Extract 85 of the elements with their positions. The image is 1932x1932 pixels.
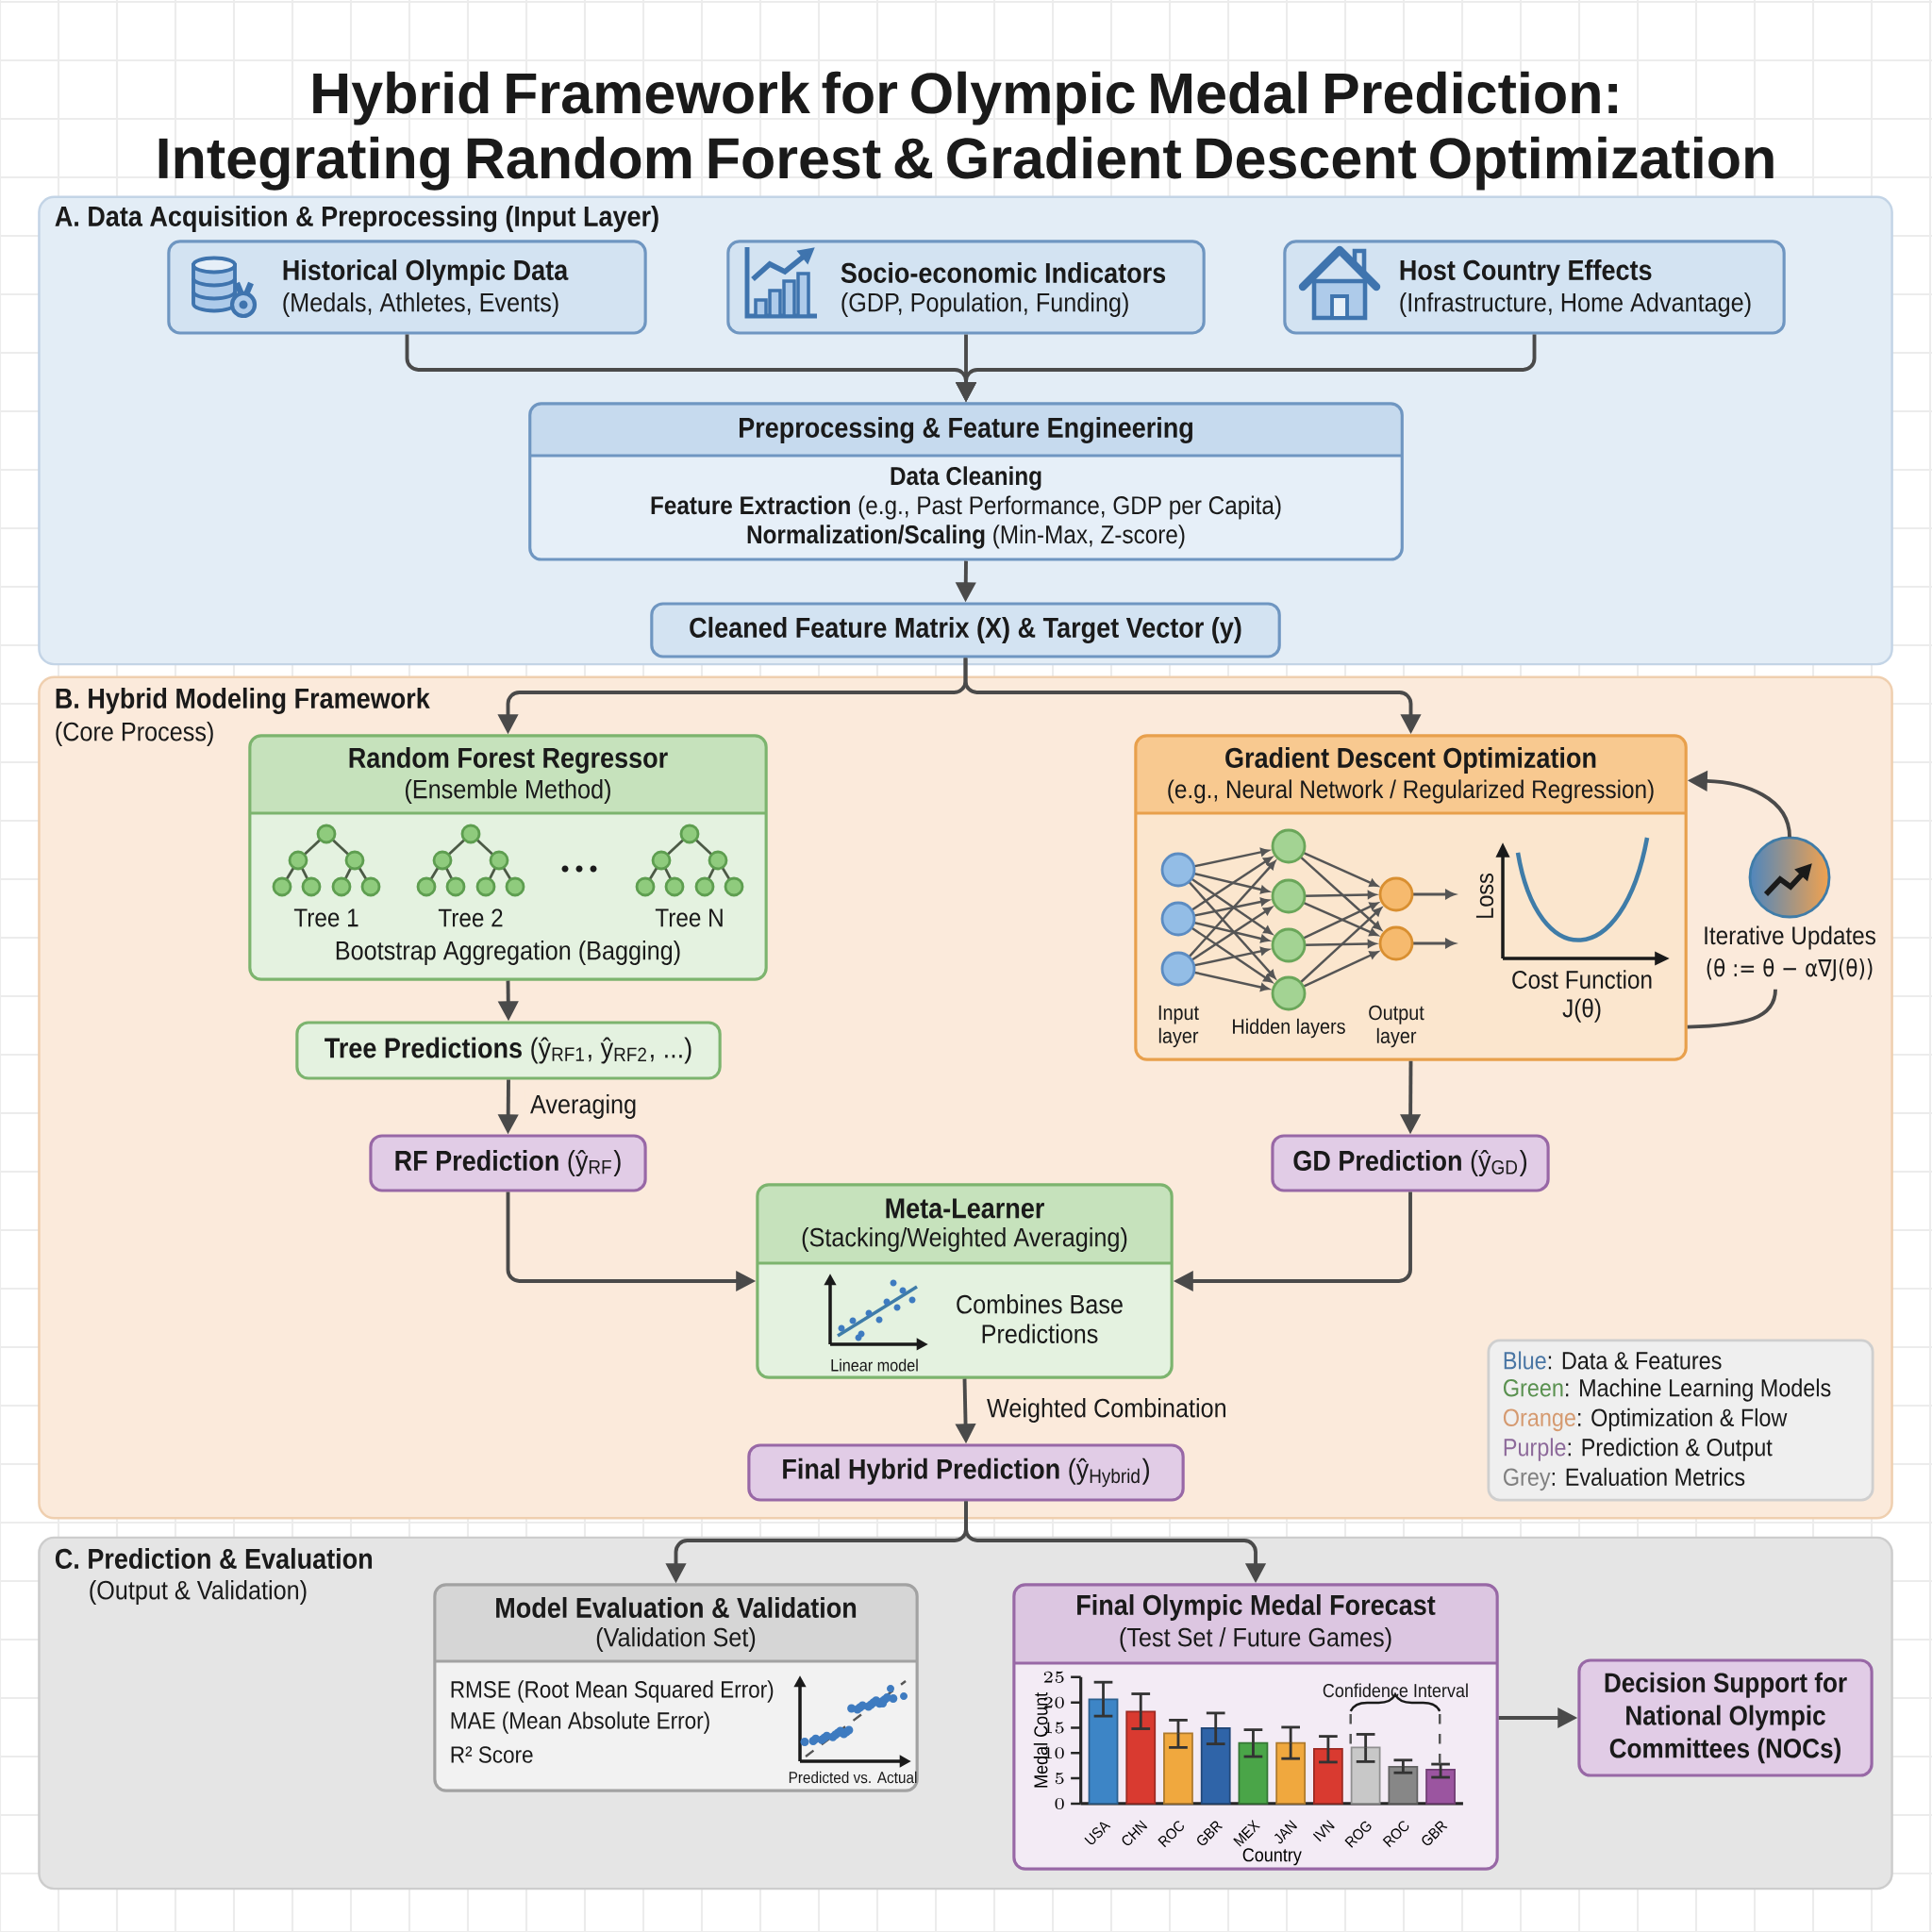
- axis-label: Loss: [1475, 874, 1494, 918]
- prediction-box: RF Prediction (ŷ$_{RF}$): [369, 1134, 647, 1192]
- tree-label: Tree 1: [293, 908, 358, 927]
- layer-label: Input layer: [1158, 1005, 1199, 1048]
- legend-entry: Green: Machine Learning Models: [1504, 1378, 1831, 1402]
- x-axis-title: Country: [1242, 1848, 1302, 1866]
- box-subtitle: (Validation Set): [596, 1626, 756, 1653]
- model-box: [248, 734, 768, 981]
- x-tick-label: CHN: [1122, 1820, 1148, 1846]
- box-title: Model Evaluation & Validation: [496, 1596, 857, 1618]
- y-tick-label: 5: [1055, 1773, 1064, 1785]
- section-subheading: (Output & Validation): [90, 1579, 307, 1606]
- box-subtitle: (GDP, Population, Funding): [841, 291, 1128, 317]
- box-text: Data Cleaning: [891, 466, 1041, 491]
- bar: [1350, 1746, 1381, 1805]
- output-box: Decision Support for National Olympic Committees (NOCs): [1577, 1658, 1874, 1777]
- box-subtitle: (Test Set / Future Games): [1120, 1626, 1391, 1653]
- prediction-box: GD Prediction (ŷ$_{GD}$): [1271, 1134, 1550, 1192]
- bar: [1200, 1727, 1231, 1805]
- box-subtitle: (Stacking/Weighted Averaging): [802, 1226, 1127, 1253]
- process-box: [528, 402, 1404, 561]
- bar: [1313, 1748, 1343, 1805]
- x-tick-label: GBR: [1197, 1821, 1224, 1845]
- box-title: Socio-economic Indicators: [841, 261, 1166, 283]
- section-heading: A. Data Acquisition & Preprocessing (Input Layer): [55, 205, 658, 232]
- legend-entry: Grey: Evaluation Metrics: [1504, 1467, 1745, 1491]
- box-title: Preprocessing & Feature Engineering: [740, 416, 1192, 443]
- x-tick-label: IVN: [1312, 1820, 1335, 1842]
- data-source-box: [726, 240, 1206, 335]
- box-text: Feature Extraction (e.g., Past Performance, GDP per Capita): [651, 495, 1281, 520]
- bar: [1088, 1698, 1119, 1805]
- box-text: Normalization/Scaling (Min-Max, Z-score): [747, 525, 1185, 549]
- x-tick-label: USA: [1084, 1822, 1111, 1845]
- legend-entry: Blue: Data & Features: [1504, 1351, 1722, 1370]
- model-box: [756, 1183, 1174, 1379]
- layer-label: Hidden layers: [1233, 1018, 1345, 1039]
- output-box: Cleaned Feature Matrix (X) & Target Vector (y): [650, 602, 1281, 658]
- box-subtitle: (Ensemble Method): [406, 778, 610, 805]
- box-title: Historical Olympic Data: [283, 258, 569, 286]
- box-text: Combines Base Predictions: [957, 1294, 1123, 1343]
- box-text: R² Score: [451, 1746, 533, 1763]
- bar: [1275, 1741, 1307, 1805]
- x-tick-label: GBR: [1422, 1821, 1448, 1845]
- icon-caption: Linear model: [831, 1358, 918, 1372]
- tree-label: Tree 2: [438, 908, 503, 927]
- box-subtitle: (e.g., Neural Network / Regularized Regression): [1168, 779, 1654, 804]
- section-heading: C. Prediction & Evaluation: [55, 1547, 373, 1569]
- bar: [1425, 1769, 1456, 1805]
- layer-label: Output layer: [1369, 1005, 1424, 1048]
- box-text: Bootstrap Aggregation (Bagging): [336, 940, 680, 965]
- prediction-box: Tree Predictions (ŷ$_{RF1}$, ŷ$_{RF2}$, ...): [295, 1021, 722, 1080]
- edge-label: Weighted Combination: [981, 1392, 1232, 1428]
- prediction-box: Final Hybrid Prediction (ŷ$_{Hybrid}$): [747, 1443, 1185, 1502]
- box-text: MAE (Mean Absolute Error): [451, 1711, 709, 1734]
- x-tick-label: JAN: [1274, 1820, 1298, 1844]
- legend-entry: Orange: Optimization & Flow: [1503, 1407, 1788, 1432]
- legend-entry: Purple: Prediction & Output: [1504, 1438, 1773, 1461]
- bar: [1388, 1765, 1419, 1805]
- box-title: Final Olympic Medal Forecast: [1077, 1593, 1436, 1621]
- box-title: Meta-Learner: [886, 1198, 1044, 1219]
- formula-text: (θ := θ − α∇J(θ)): [1707, 958, 1873, 982]
- data-source-box: [167, 240, 647, 335]
- bar: [1238, 1741, 1269, 1805]
- y-tick-label: 0: [1055, 1797, 1064, 1809]
- box-text: RMSE (Root Mean Squared Error): [451, 1680, 774, 1703]
- axis-label: Cost Function J(θ): [1512, 970, 1652, 1023]
- evaluation-box: [433, 1583, 919, 1792]
- data-source-box: [1283, 240, 1786, 335]
- section-subheading: (Core Process): [56, 721, 213, 747]
- tree-label: Tree N: [655, 908, 723, 927]
- diagram-title: Hybrid Framework for Olympic Medal Prediction: Integrating Random Forest & Gradient Descent Optimization: [158, 71, 1774, 191]
- bar: [1125, 1710, 1157, 1805]
- box-title: Random Forest Regressor: [349, 746, 668, 774]
- connector-line: [1687, 989, 1777, 1029]
- bar: [1163, 1732, 1193, 1805]
- section-heading: B. Hybrid Modeling Framework: [56, 687, 430, 715]
- box-subtitle: (Medals, Athletes, Events): [283, 291, 558, 317]
- edge-label: Averaging: [525, 1089, 642, 1124]
- box-subtitle: (Infrastructure, Home Advantage): [1400, 291, 1751, 317]
- annotation-text: Iterative Updates: [1705, 925, 1875, 950]
- y-tick-label: 25: [1043, 1671, 1064, 1683]
- annotation: Confidence Interval: [1323, 1683, 1468, 1698]
- icon-caption: Predicted vs. Actual: [789, 1771, 917, 1784]
- box-title: Host Country Effects: [1400, 258, 1652, 286]
- box-title: Gradient Descent Optimization: [1225, 746, 1596, 774]
